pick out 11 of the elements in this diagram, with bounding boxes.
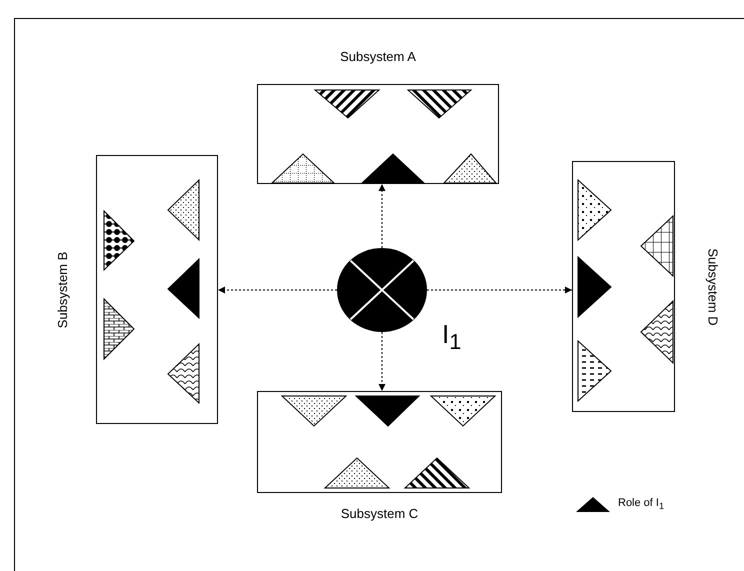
subsystem-title: Subsystem D xyxy=(704,248,720,326)
dotted-arrow xyxy=(426,286,572,294)
dotted-arrow xyxy=(218,286,338,294)
subsystem-title: Subsystem C xyxy=(340,506,418,522)
crossed-circle xyxy=(337,248,427,332)
subsystem-title: Subsystem A xyxy=(340,49,416,65)
legend-label: Role of I$_{1}$ xyxy=(618,496,664,512)
dotted-arrow xyxy=(378,332,386,392)
node-caption: I$_{1}$ xyxy=(442,320,462,356)
subsystem-title: Subsystem B xyxy=(55,251,71,328)
dotted-arrow xyxy=(378,184,386,248)
